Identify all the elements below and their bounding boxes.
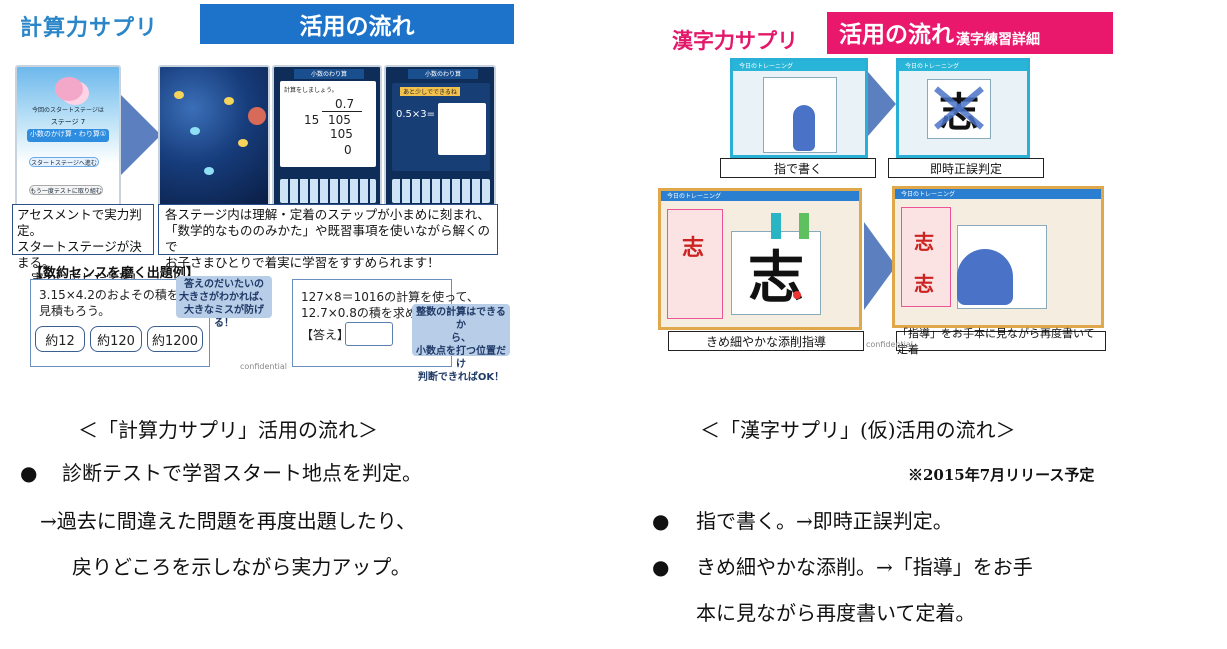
tool-tag — [799, 213, 809, 239]
question-text: 0.5×3= — [396, 109, 436, 120]
screen-hint: 小数のわり算 あと少しでできるね 0.5×3= — [384, 65, 496, 207]
model-card: 志 志 — [901, 207, 951, 307]
question-line: 127×8＝1016の計算を使って、 — [301, 290, 479, 304]
screen-title: 小数のわり算 — [408, 69, 478, 79]
callout-line: アセスメントで実力判定。 — [17, 207, 142, 238]
star-node — [190, 127, 200, 135]
caption-judgment: 即時正誤判定 — [888, 158, 1044, 178]
flow-arrow-2 — [868, 72, 896, 136]
keisan-brand-logo: 計算力サプリ — [20, 16, 159, 41]
left-bullet-line-3: 戻りどころを示しながら実力アップ。 — [72, 555, 411, 579]
right-bullet-line-2b: 本に見ながら再度書いて定着。 — [696, 601, 976, 625]
start-stage-tag: 今回のスタートステージは — [32, 107, 104, 114]
correction-dot-icon — [793, 291, 801, 299]
remainder: 0 — [344, 143, 352, 157]
stage-number: ステージ 7 — [50, 118, 86, 126]
left-bullet-line-2: →過去に間違えた問題を再度出題したり、 — [40, 509, 416, 533]
right-title-bar: 活用の流れ漢字練習詳細 — [827, 12, 1113, 54]
quotient: 0.7 — [335, 97, 355, 111]
finger-icon — [957, 249, 1013, 305]
subtrahend: 105 — [330, 127, 353, 141]
answer-label: 【答え】 — [301, 328, 350, 342]
retest-button[interactable]: もう一度テストに取り組む — [29, 185, 103, 195]
stage-card: 小数のかけ算・わり算① — [27, 129, 109, 142]
problem-prompt: 計算をしましょう。 — [284, 87, 338, 94]
release-note: ※2015年7月リリース予定 — [908, 466, 1095, 484]
flow-arrow-3 — [864, 222, 896, 310]
right-bullet-line-2a: きめ細やかな添削。→「指導」をお手 — [696, 555, 1033, 579]
start-stage-button[interactable]: スタートステージへ進む — [29, 157, 99, 167]
caption-correction: きめ細やかな添削指導 — [668, 331, 864, 351]
right-bullet-mark-2: ● — [652, 555, 670, 579]
tip-bubble-2: 整数の計算はできるから、小数点を打つ位置だけ判断できればOK！ — [412, 304, 510, 383]
tip-bubble-1: 答えのだいたいの大きさがわかれば、大きなミスが防げる！ — [176, 276, 272, 329]
confidential-mark: confidential — [866, 340, 913, 349]
screen-assessment: 今回のスタートステージは ステージ 7 小数のかけ算・わり算① スタートステージ… — [15, 65, 121, 207]
confidential-mark: confidential — [240, 362, 287, 371]
left-caption: ＜「計算力サプリ」活用の流れ＞ — [78, 418, 378, 442]
callout-line: 各ステージ内は理解・定着のステップが小まめに刻まれ、 — [165, 207, 490, 222]
caption-finger-write: 指で書く — [720, 158, 876, 178]
left-title-bar: 活用の流れ — [200, 4, 514, 44]
screen-rewrite: 今日のトレーニング 志 志 — [892, 186, 1104, 328]
numeric-keypad[interactable] — [392, 179, 490, 203]
screen-correction: 今日のトレーニング 志 志 — [658, 188, 862, 330]
right-caption: ＜「漢字サプリ」(仮)活用の流れ＞ — [700, 418, 1016, 442]
hint-banner: あと少しでできるね — [400, 87, 460, 96]
tool-tag — [771, 213, 781, 239]
star-node — [224, 97, 234, 105]
kanji-brand-logo: 漢字力サプリ — [672, 29, 798, 53]
left-bullet-mark: ● — [20, 461, 38, 485]
callout-line: 「数学的なもののみかた」や既習事項を使いながら解くので — [165, 223, 491, 254]
answer-choice-12[interactable]: 約12 — [35, 326, 85, 352]
hint-card — [438, 103, 486, 155]
callout-stage-steps: 各ステージ内は理解・定着のステップが小まめに刻まれ、 「数学的なもののみかた」や… — [158, 204, 498, 270]
numeric-keypad[interactable] — [280, 179, 376, 203]
screen-judgment: 今日のトレーニング 志 — [896, 58, 1030, 158]
planet-icon — [248, 107, 266, 125]
answer-choice-1200[interactable]: 約1200 — [147, 326, 203, 352]
answer-choice-120[interactable]: 約120 — [90, 326, 142, 352]
screen-finger-write: 今日のトレーニング — [730, 58, 868, 158]
screen-title: 小数のわり算 — [294, 69, 364, 79]
callout-line: お子さまひとりで着実に学習をすすめられます！ — [165, 255, 440, 270]
answer-input[interactable] — [345, 322, 393, 346]
star-node — [204, 167, 214, 175]
callout-assessment: アセスメントで実力判定。 スタートステージが決まる。 実力に応じた学習！ — [12, 204, 154, 286]
correction-grid[interactable]: 志 — [731, 231, 821, 315]
example-heading: 【数約センスを磨く出題例】 — [30, 266, 199, 281]
model-card: 志 — [667, 209, 723, 319]
caption-rewrite: 「指導」をお手本に見ながら再度書いて定着 — [896, 327, 1106, 356]
mascot-icon — [55, 77, 83, 101]
screen-division: 小数のわり算 計算をしましょう。 0.7 15 105 105 0 — [272, 65, 382, 207]
right-bullet-line-1: 指で書く。→即時正誤判定。 — [696, 509, 953, 533]
flow-arrow-1 — [121, 95, 161, 175]
question-line: 3.15×4.2のおよその積を — [39, 288, 179, 302]
finger-icon — [793, 105, 815, 151]
callout-line: スタートステージが決まる。 — [17, 239, 142, 270]
right-bullet-mark-1: ● — [652, 509, 670, 533]
dividend: 105 — [328, 113, 351, 127]
star-node — [174, 91, 184, 99]
divisor: 15 — [304, 113, 320, 127]
left-bullet-line-1: 診断テストで学習スタート地点を判定。 — [62, 461, 422, 485]
star-node — [238, 139, 248, 147]
screen-stage-map — [158, 65, 270, 207]
question-line: 見積もろう。 — [39, 304, 111, 318]
